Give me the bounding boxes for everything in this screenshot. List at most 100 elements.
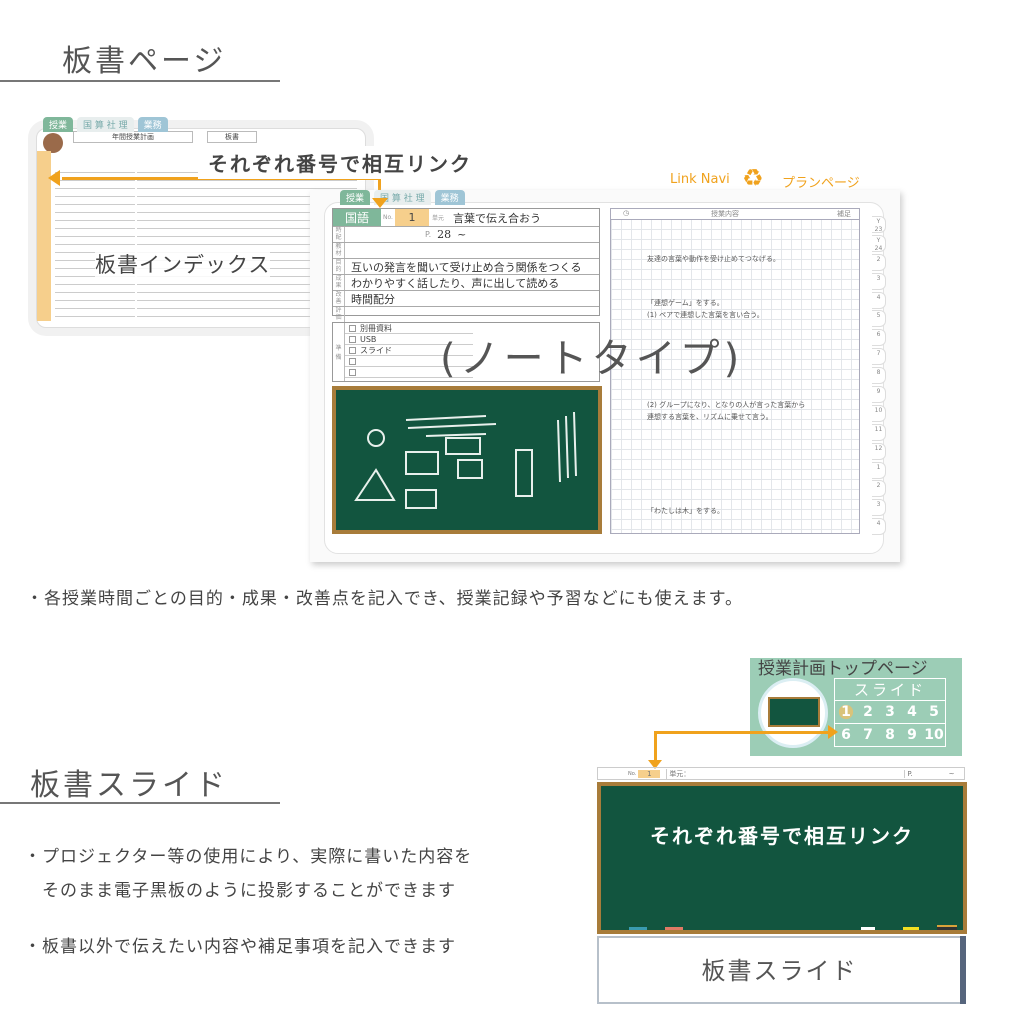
row-label: 評価 <box>333 307 345 322</box>
index-label: 板書インデックス <box>95 249 271 279</box>
link-navi-label[interactable]: Link Navi <box>670 172 730 187</box>
chalk-blue <box>629 927 647 930</box>
index-number-column[interactable] <box>37 151 51 321</box>
overlay-label: (ノートタイプ) <box>440 336 744 382</box>
month-tab[interactable]: 3 <box>872 499 886 517</box>
slide-link-2[interactable]: 2 <box>857 701 879 724</box>
chalkboard-drawing[interactable] <box>332 386 602 534</box>
slide-link-5[interactable]: 5 <box>923 701 945 724</box>
slide-link-6[interactable]: 6 <box>841 727 851 743</box>
row-label: 成果 <box>333 275 345 290</box>
index-tab-lesson[interactable]: 授業 <box>43 117 74 132</box>
index-column <box>137 165 217 317</box>
checklist-text: 別冊資料 <box>360 323 392 333</box>
slide-link-1[interactable]: 1 <box>835 701 857 724</box>
description-bullet: ・各授業時間ごとの目的・成果・改善点を記入でき、授業記録や予習などにも使えます。 <box>26 589 743 609</box>
slide-number[interactable]: 1 <box>638 769 661 778</box>
month-tab[interactable]: 1 <box>872 461 886 479</box>
index-tab-work[interactable]: 業務 <box>137 117 168 132</box>
note-line: (1) ペアで連想した言葉を言い合う。 <box>647 311 764 319</box>
slide-caption: 板書スライド <box>701 957 858 985</box>
prep-checklist: 準備 別冊資料 USB スライド <box>332 322 600 382</box>
unit-value[interactable]: 言葉で伝え合おう <box>452 211 541 225</box>
slide-caption-box[interactable]: 板書スライド <box>597 936 962 1004</box>
section-title-board-slide: 板書スライド <box>30 768 228 803</box>
prep-label: 準備 <box>333 323 345 381</box>
month-tab[interactable]: 9 <box>872 386 886 404</box>
divider <box>0 802 280 804</box>
chalk-sketch <box>354 411 577 509</box>
slide-board-text: それぞれ番号で相互リンク <box>650 824 914 848</box>
tab-subjects[interactable]: 国 算 社 理 <box>374 190 431 205</box>
plan-page-link[interactable]: プランページ <box>782 176 860 191</box>
month-tab[interactable]: 4 <box>872 518 886 536</box>
note-line: 「連想ゲーム」をする。 <box>647 299 724 307</box>
slide-link-4[interactable]: 4 <box>901 701 923 724</box>
slide-link-3[interactable]: 3 <box>879 701 901 724</box>
description-bullet: ・プロジェクター等の使用により、実際に書いた内容を <box>24 847 473 867</box>
page-to: ~ <box>948 769 955 778</box>
month-tab[interactable]: 4 <box>872 291 886 309</box>
lesson-number[interactable]: 1 <box>394 209 429 226</box>
tab-work[interactable]: 業務 <box>434 190 465 205</box>
checklist-item[interactable] <box>345 367 473 378</box>
goal-line[interactable]: 互いの発言を聞いて受け止め合う関係をつくる <box>351 260 582 274</box>
lesson-content-grid[interactable]: ◷ 授業内容 補足 友達の言葉や動作を受け止めてつなげる。 「連想ゲーム」をする… <box>610 208 860 534</box>
checklist-item[interactable]: スライド <box>345 345 473 356</box>
slide-chalkboard[interactable]: それぞれ番号で相互リンク <box>597 782 967 934</box>
month-tab[interactable]: 7 <box>872 348 886 366</box>
no-label: No. <box>383 214 393 221</box>
index-column <box>217 165 297 317</box>
month-tab[interactable]: 5 <box>872 310 886 328</box>
month-tab[interactable]: 2 <box>872 253 886 271</box>
month-tab[interactable]: 8 <box>872 367 886 385</box>
month-tab[interactable]: 12 <box>872 442 886 460</box>
side-tab-strip[interactable] <box>960 936 966 1004</box>
slide-link-10[interactable]: 10 <box>924 727 944 743</box>
checklist-item[interactable] <box>345 356 473 367</box>
content-header: 授業内容 <box>711 210 739 218</box>
unit-label[interactable]: 単元： <box>666 768 896 779</box>
eraser-icon <box>937 925 957 930</box>
arrow-right-icon <box>828 725 838 739</box>
description-bullet: そのまま電子黒板のように投影することができます <box>24 881 456 901</box>
month-tab[interactable]: 10 <box>872 404 886 422</box>
month-tab[interactable]: 3 <box>872 272 886 290</box>
page-label[interactable]: P. <box>904 769 913 778</box>
month-tab[interactable]: Y 23 <box>872 216 886 233</box>
checklist-text: スライド <box>360 345 392 355</box>
slide-link-8[interactable]: 8 <box>885 727 895 743</box>
slide-link-7[interactable]: 7 <box>863 727 873 743</box>
month-tab[interactable]: Y 24 <box>872 234 886 252</box>
link-arrow <box>654 731 657 761</box>
result-line[interactable]: わかりやすく話したり、声に出して読める <box>351 276 560 290</box>
month-tab[interactable]: 11 <box>872 423 886 441</box>
link-arrow <box>655 731 830 734</box>
row-label: 改善 <box>333 291 345 306</box>
improve-line[interactable]: 時間配分 <box>351 292 395 306</box>
tab-lesson[interactable]: 授業 <box>340 190 371 205</box>
row-label: 時配 <box>333 227 345 242</box>
slide-header-strip: No. 1 単元： P. ~ <box>597 767 965 780</box>
slide-link-9[interactable]: 9 <box>907 727 917 743</box>
month-tab[interactable]: 6 <box>872 329 886 347</box>
chalk-white <box>861 927 875 930</box>
checklist-item[interactable]: 別冊資料 <box>345 323 473 334</box>
link-arrow <box>378 177 381 199</box>
arrow-down-icon <box>372 198 388 208</box>
unit-label: 単元 <box>431 215 444 222</box>
index-tab-subjects[interactable]: 国 算 社 理 <box>77 117 134 132</box>
note-line: 「わたしは木」をする。 <box>647 507 724 515</box>
book-icon <box>43 133 63 153</box>
month-tab[interactable]: 2 <box>872 480 886 498</box>
page-to: ~ <box>457 228 467 241</box>
plan-header: 年間授業計画 <box>73 131 193 143</box>
no-label: No. <box>628 770 637 777</box>
page-value[interactable]: 28 <box>437 228 452 241</box>
checklist-item[interactable]: USB <box>345 334 473 345</box>
recycle-arrows-icon[interactable]: ♻ <box>742 164 764 192</box>
